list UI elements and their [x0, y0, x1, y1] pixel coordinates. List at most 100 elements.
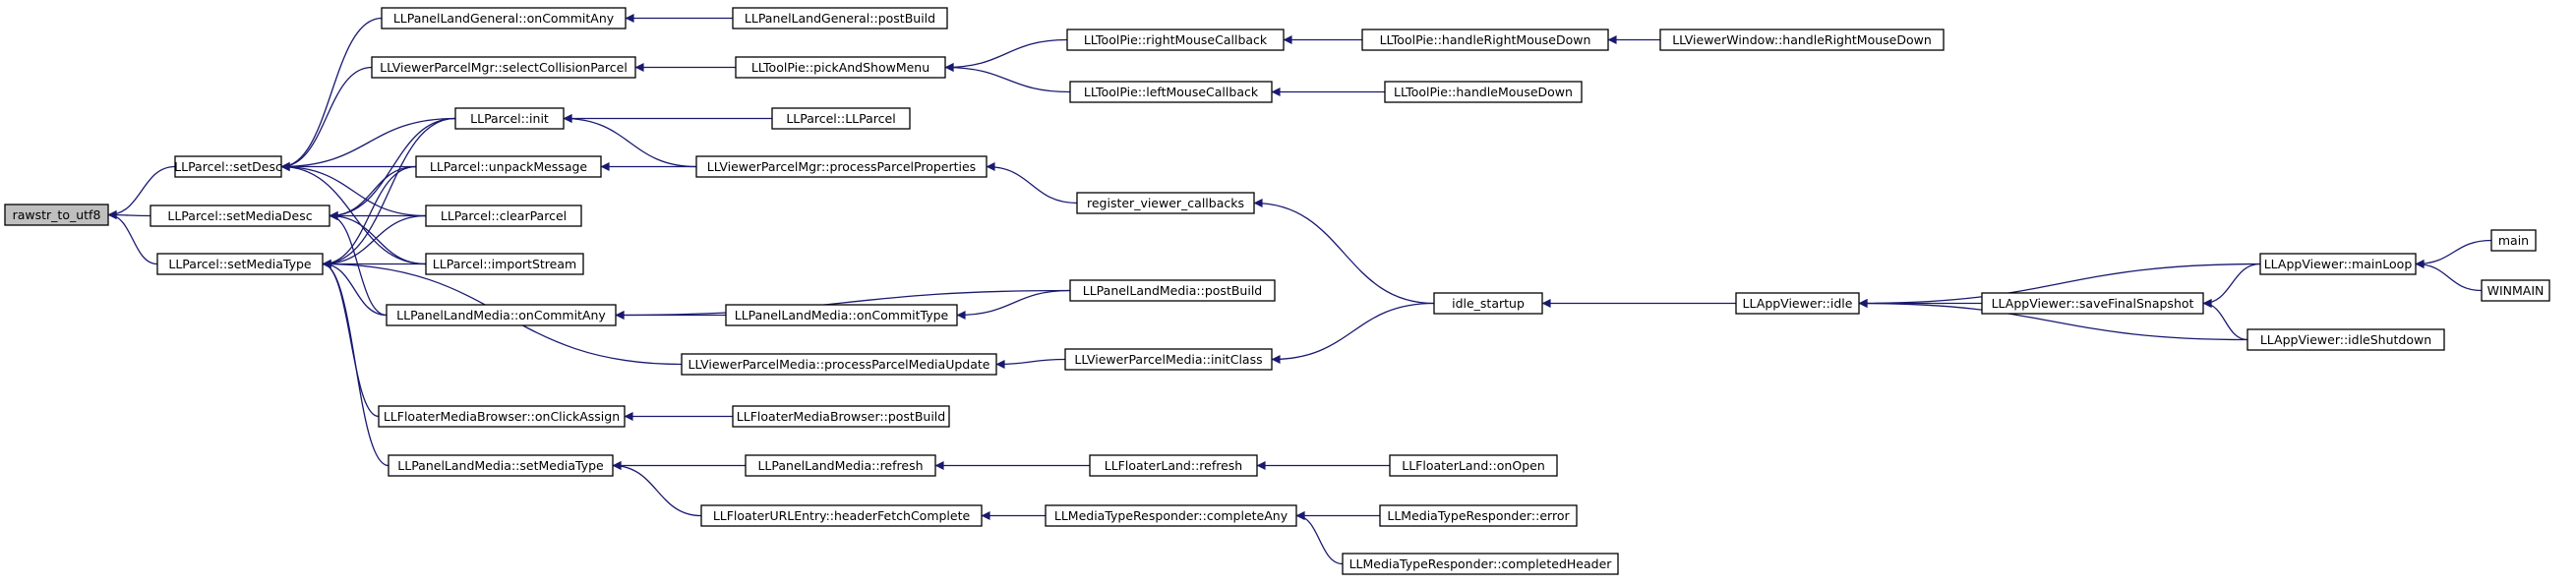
node-box	[1066, 29, 1285, 51]
graph-node-n36[interactable]: LLPanelLandMedia::refresh	[745, 454, 936, 477]
node-label: LLParcel::unpackMessage	[430, 159, 588, 174]
graph-node-n19[interactable]: LLParcel::clearParcel	[425, 205, 582, 227]
node-box	[745, 454, 936, 477]
node-label: LLAppViewer::saveFinalSnapshot	[1992, 296, 2194, 311]
graph-node-n9[interactable]: LLToolPie::rightMouseCallback	[1066, 29, 1285, 51]
node-box	[732, 405, 950, 428]
graph-node-n3[interactable]: LLParcel::setMediaDesc	[150, 205, 330, 227]
edge-n35-to-n4	[322, 260, 389, 467]
node-label: LLMediaTypeResponder::completedHeader	[1349, 556, 1613, 571]
graph-node-n24[interactable]: idle_startup	[1433, 292, 1543, 315]
graph-node-n15[interactable]: LLParcel::LLParcel	[771, 107, 911, 130]
graph-node-n27[interactable]: main	[2490, 229, 2537, 252]
graph-node-n12[interactable]: LLToolPie::leftMouseCallback	[1069, 81, 1273, 103]
node-label: LLFloaterLand::refresh	[1105, 458, 1242, 473]
node-label: LLAppViewer::idleShutdown	[2260, 332, 2431, 347]
node-label: LLPanelLandMedia::setMediaType	[397, 458, 604, 473]
graph-node-n37[interactable]: LLFloaterLand::refresh	[1089, 454, 1258, 477]
nodes-layer: rawstr_to_utf8LLParcel::setDescLLParcel:…	[4, 7, 2550, 575]
graph-node-n32[interactable]: LLViewerParcelMedia::initClass	[1064, 348, 1273, 371]
node-label: LLViewerParcelMedia::processParcelMediaU…	[689, 357, 990, 372]
graph-node-n14[interactable]: LLParcel::init	[454, 107, 565, 130]
node-box	[725, 304, 958, 326]
graph-node-n40[interactable]: LLMediaTypeResponder::completeAny	[1045, 504, 1297, 527]
node-label: LLParcel::setMediaDesc	[167, 208, 312, 223]
node-box	[388, 454, 614, 477]
graph-node-n1[interactable]: rawstr_to_utf8	[4, 204, 109, 226]
node-box	[454, 107, 565, 130]
graph-node-n39[interactable]: LLFloaterURLEntry::headerFetchComplete	[700, 504, 983, 527]
edge-n14-to-n2	[280, 117, 456, 171]
graph-node-n2[interactable]: LLParcel::setDesc	[174, 155, 282, 178]
graph-node-n29[interactable]: LLAppViewer::saveFinalSnapshot	[1981, 292, 2204, 315]
graph-node-n34[interactable]: LLFloaterMediaBrowser::postBuild	[732, 405, 950, 428]
node-label: LLParcel::importStream	[433, 257, 576, 271]
node-label: LLViewerParcelMedia::initClass	[1074, 352, 1262, 367]
graph-node-n25[interactable]: LLAppViewer::idle	[1735, 292, 1860, 315]
graph-node-n20[interactable]: LLParcel::importStream	[425, 253, 584, 275]
graph-node-n17[interactable]: LLViewerParcelMgr::processParcelProperti…	[695, 155, 988, 178]
node-label: WINMAIN	[2487, 283, 2545, 298]
node-box	[1342, 553, 1619, 575]
graph-node-n11[interactable]: LLViewerWindow::handleRightMouseDown	[1659, 29, 1945, 51]
graph-node-n28[interactable]: WINMAIN	[2481, 279, 2550, 302]
graph-node-n35[interactable]: LLPanelLandMedia::setMediaType	[388, 454, 614, 477]
graph-node-n23[interactable]: LLPanelLandMedia::onCommitType	[725, 304, 958, 326]
graph-node-n10[interactable]: LLToolPie::handleRightMouseDown	[1361, 29, 1609, 51]
node-label: LLPanelLandGeneral::onCommitAny	[393, 11, 615, 26]
node-box	[2259, 253, 2417, 275]
graph-node-n5[interactable]: LLPanelLandGeneral::onCommitAny	[381, 7, 627, 29]
graph-node-n6[interactable]: LLPanelLandGeneral::postBuild	[732, 7, 948, 29]
node-box	[425, 205, 582, 227]
graph-node-n33[interactable]: LLFloaterMediaBrowser::onClickAssign	[378, 405, 626, 428]
node-label: LLPanelLandMedia::onCommitType	[735, 308, 949, 322]
edge-n26-to-n25	[1858, 263, 2261, 308]
graph-node-n22[interactable]: LLPanelLandMedia::onCommitAny	[386, 304, 617, 326]
node-box	[732, 7, 948, 29]
node-label: LLMediaTypeResponder::error	[1387, 508, 1570, 523]
node-box	[2490, 229, 2537, 252]
edge-n5-to-n2	[280, 17, 383, 171]
edge-n19-to-n2	[280, 162, 427, 217]
edge-n16-to-n4	[322, 165, 417, 268]
edge-n14-to-n4	[322, 117, 456, 268]
node-box	[700, 504, 983, 527]
graph-node-n30[interactable]: LLAppViewer::idleShutdown	[2247, 328, 2445, 351]
edges-layer	[107, 14, 2492, 565]
edge-n18-to-n17	[986, 162, 1078, 205]
node-box	[2481, 279, 2550, 302]
graph-node-n4[interactable]: LLParcel::setMediaType	[156, 253, 324, 275]
node-label: LLParcel::clearParcel	[441, 208, 567, 223]
graph-node-n41[interactable]: LLMediaTypeResponder::error	[1379, 504, 1578, 527]
edge-n24-to-n18	[1253, 199, 1435, 305]
node-label: LLViewerParcelMgr::processParcelProperti…	[707, 159, 976, 174]
edge-n21-to-n22	[615, 289, 1071, 320]
graph-node-n18[interactable]: register_viewer_callbacks	[1076, 192, 1255, 214]
node-label: LLToolPie::handleMouseDown	[1394, 85, 1573, 99]
graph-node-n16[interactable]: LLParcel::unpackMessage	[415, 155, 602, 178]
node-label: LLAppViewer::idle	[1743, 296, 1853, 311]
node-label: LLParcel::setDesc	[174, 159, 282, 174]
graph-node-n8[interactable]: LLToolPie::pickAndShowMenu	[735, 56, 946, 79]
edge-n30-to-n29	[2202, 299, 2248, 341]
node-label: LLMediaTypeResponder::completeAny	[1054, 508, 1288, 523]
graph-node-n21[interactable]: LLPanelLandMedia::postBuild	[1069, 279, 1276, 302]
graph-node-n26[interactable]: LLAppViewer::mainLoop	[2259, 253, 2417, 275]
edge-n32-to-n31	[995, 358, 1066, 369]
node-box	[1389, 454, 1558, 477]
edge-n33-to-n4	[322, 260, 380, 418]
edge-n7-to-n2	[280, 66, 373, 171]
graph-node-n38[interactable]: LLFloaterLand::onOpen	[1389, 454, 1558, 477]
edge-n19-to-n4	[322, 214, 427, 268]
graph-node-n31[interactable]: LLViewerParcelMedia::processParcelMediaU…	[681, 353, 997, 376]
graph-node-n13[interactable]: LLToolPie::handleMouseDown	[1384, 81, 1583, 103]
node-label: LLViewerParcelMgr::selectCollisionParcel	[380, 60, 628, 75]
node-box	[1069, 81, 1273, 103]
graph-node-n7[interactable]: LLViewerParcelMgr::selectCollisionParcel	[371, 56, 636, 79]
node-box	[2247, 328, 2445, 351]
node-label: LLParcel::init	[470, 111, 549, 126]
edge-n21-to-n23	[956, 289, 1071, 320]
node-label: rawstr_to_utf8	[13, 207, 101, 222]
node-box	[378, 405, 626, 428]
graph-node-n42[interactable]: LLMediaTypeResponder::completedHeader	[1342, 553, 1619, 575]
